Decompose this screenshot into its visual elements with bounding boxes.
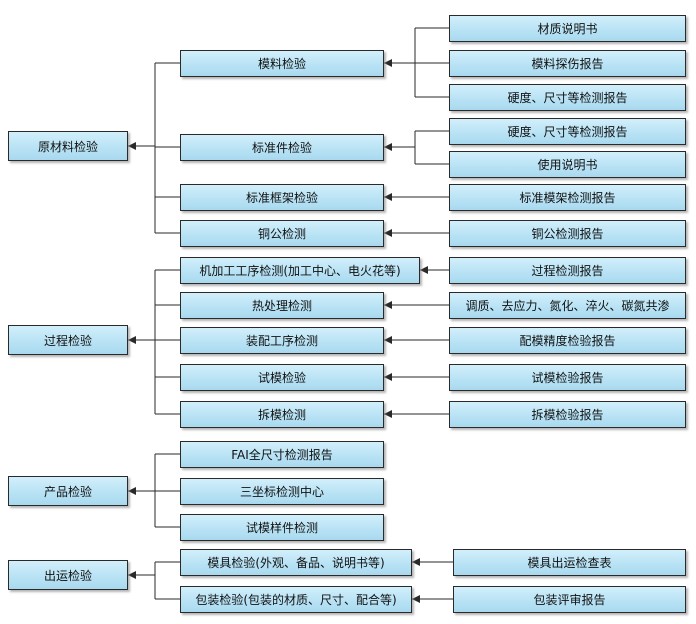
category-box: 过程检验 (8, 325, 128, 355)
evidence-document-box: 硬度、尺寸等检测报告 (449, 83, 686, 111)
inspection-item-box: FAI全尺寸检测报告 (180, 440, 384, 468)
inspection-item-box: 包装检验(包装的材质、尺寸、配合等) (180, 585, 412, 613)
evidence-document-box: 模料探伤报告 (449, 49, 686, 77)
evidence-arrow (384, 373, 392, 381)
inspection-item-box: 铜公检测 (180, 219, 384, 247)
inspection-item-box: 标准件检验 (180, 133, 384, 161)
evidence-document-box: 包装评审报告 (453, 585, 686, 613)
evidence-document-box: 配模精度检验报告 (449, 326, 686, 354)
category-box: 产品检验 (8, 476, 128, 506)
category-arrow (128, 487, 136, 495)
inspection-item-box: 装配工序检测 (180, 326, 384, 354)
evidence-arrow (384, 229, 392, 237)
evidence-arrow (384, 336, 392, 344)
evidence-document-box: 模具出运检查表 (453, 548, 686, 576)
evidence-arrow (384, 301, 392, 309)
inspection-item-box: 机加工工序检测(加工中心、电火花等) (180, 256, 420, 284)
evidence-document-box: 使用说明书 (449, 150, 686, 178)
evidence-arrow (420, 266, 428, 274)
evidence-document-box: 调质、去应力、氮化、淬火、碳氮共渗 (449, 291, 686, 319)
inspection-item-box: 模具检验(外观、备品、说明书等) (180, 548, 412, 576)
inspection-item-box: 拆模检测 (180, 400, 384, 428)
evidence-arrow (412, 595, 420, 603)
evidence-arrow (412, 558, 420, 566)
category-box: 原材料检验 (8, 131, 128, 161)
category-box: 出运检验 (8, 560, 128, 590)
evidence-arrow (384, 143, 392, 151)
evidence-arrow (384, 193, 392, 201)
evidence-document-box: 铜公检测报告 (449, 219, 686, 247)
inspection-item-box: 热处理检测 (180, 291, 384, 319)
evidence-document-box: 硬度、尺寸等检测报告 (449, 117, 686, 145)
category-arrow (128, 571, 136, 579)
evidence-arrow (384, 410, 392, 418)
evidence-document-box: 试模检验报告 (449, 363, 686, 391)
evidence-arrow (384, 59, 392, 67)
inspection-item-box: 模料检验 (180, 49, 384, 77)
evidence-document-box: 拆模检验报告 (449, 400, 686, 428)
evidence-document-box: 标准模架检测报告 (449, 183, 686, 211)
inspection-item-box: 试模样件检测 (180, 513, 384, 541)
inspection-item-box: 标准框架检验 (180, 183, 384, 211)
evidence-document-box: 过程检测报告 (449, 256, 686, 284)
category-arrow (128, 336, 136, 344)
category-arrow (128, 142, 136, 150)
evidence-document-box: 材质说明书 (449, 14, 686, 42)
inspection-item-box: 三坐标检测中心 (180, 477, 384, 505)
inspection-item-box: 试模检验 (180, 363, 384, 391)
